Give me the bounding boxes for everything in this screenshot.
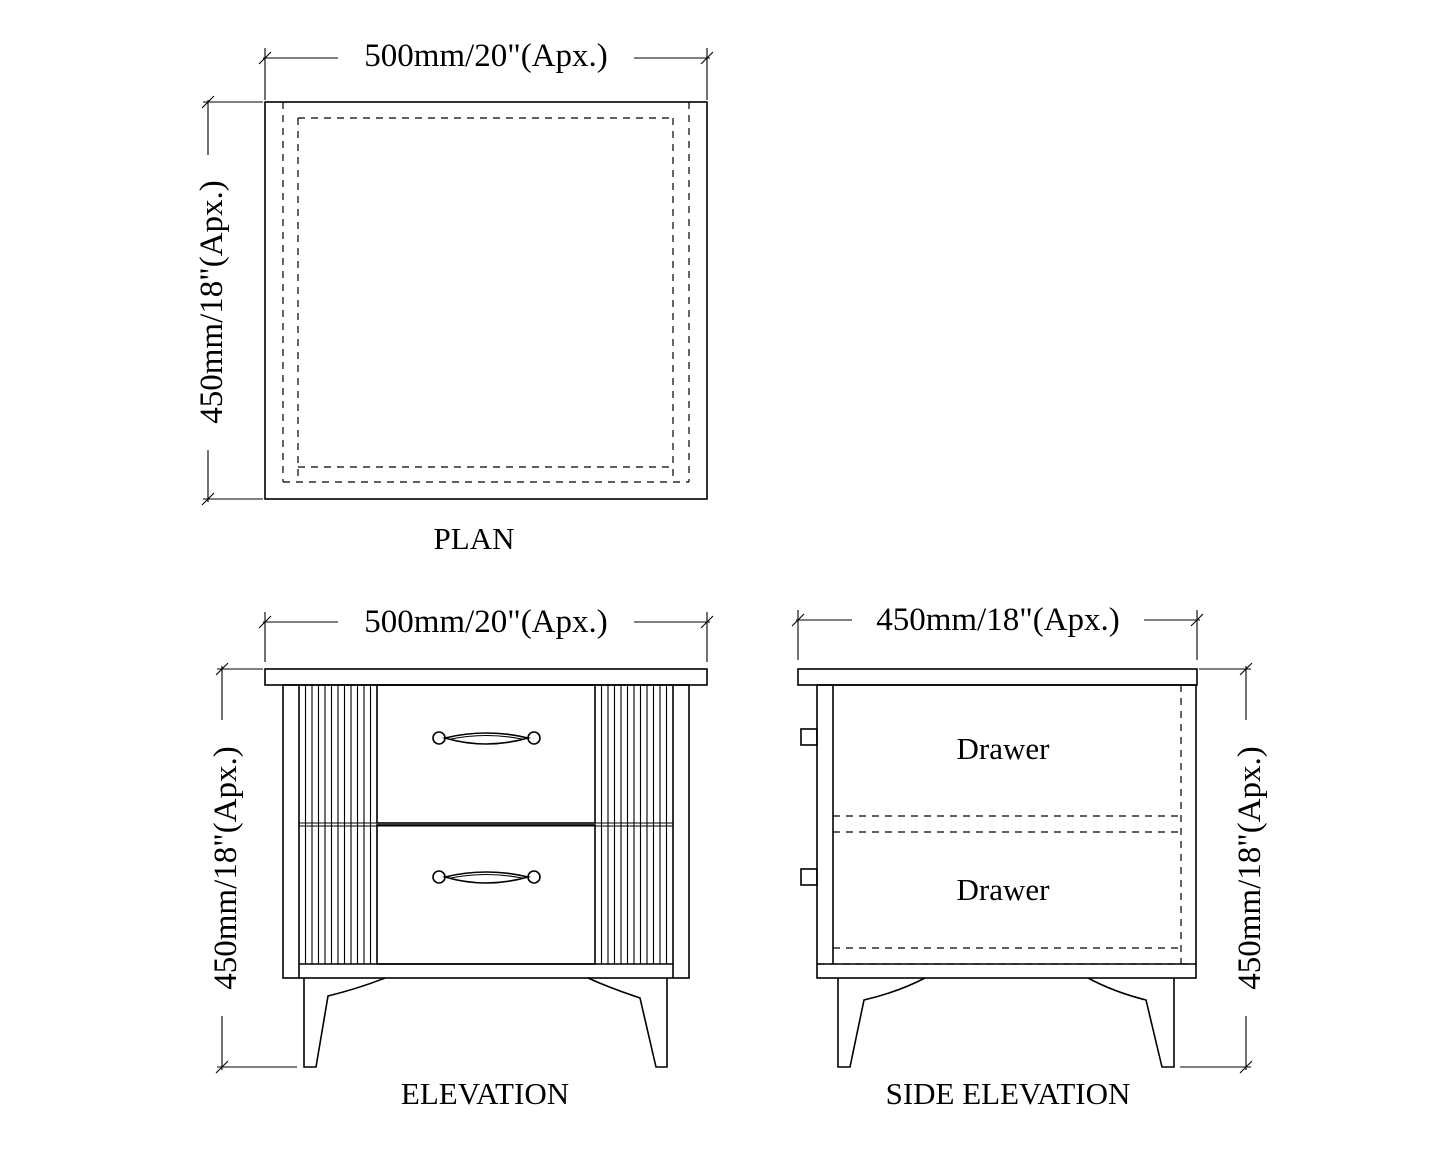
side-carcass — [816, 684, 1197, 979]
elevation-width-dimension: 500mm/20"(Apx.) — [258, 602, 714, 662]
plan-top-outline — [264, 101, 708, 500]
side-handle-profile-top — [800, 728, 818, 746]
elevation-drawer-bottom — [376, 824, 596, 965]
elevation-fluted-panel-right — [600, 685, 668, 964]
elevation-top-slab — [264, 668, 708, 686]
side-leg-right — [1087, 977, 1175, 1068]
elevation-height-dimension: 450mm/18"(Apx.) — [202, 662, 297, 1074]
elevation-width-label: 500mm/20"(Apx.) — [364, 604, 608, 640]
elevation-leg-left — [303, 977, 386, 1068]
elevation-view: 500mm/20"(Apx.) 450mm/18"(Apx.) — [202, 602, 714, 1111]
elevation-drawer-handle-bottom — [432, 870, 541, 884]
side-elevation-view: 450mm/18"(Apx.) 450mm/18"(Apx.) — [791, 600, 1268, 1111]
elevation-drawer-top — [376, 684, 596, 824]
plan-hidden-lines — [282, 102, 690, 483]
plan-depth-dimension: 450mm/18"(Apx.) — [188, 95, 263, 506]
elevation-height-label: 450mm/18"(Apx.) — [208, 746, 244, 990]
side-top-slab — [797, 668, 1198, 686]
plan-title: PLAN — [434, 521, 515, 556]
side-drawer-label-bottom: Drawer — [957, 872, 1051, 907]
side-elevation-title: SIDE ELEVATION — [886, 1076, 1131, 1111]
elevation-leg-right — [587, 977, 668, 1068]
side-hidden-lines — [817, 685, 1196, 965]
elevation-drawer-handle-top — [432, 731, 541, 745]
side-handle-profile-bottom — [800, 868, 818, 886]
side-drawer-label-top: Drawer — [957, 731, 1051, 766]
side-height-label: 450mm/18"(Apx.) — [1232, 746, 1268, 990]
plan-view: 500mm/20"(Apx.) 450mm/18"(Apx.) PLAN — [188, 38, 714, 556]
elevation-title: ELEVATION — [401, 1076, 569, 1111]
side-leg-left — [837, 977, 926, 1068]
elevation-carcass — [282, 684, 690, 979]
elevation-fluted-panel-left — [304, 685, 372, 964]
side-width-label: 450mm/18"(Apx.) — [876, 602, 1120, 638]
plan-width-label: 500mm/20"(Apx.) — [364, 38, 608, 74]
side-width-dimension: 450mm/18"(Apx.) — [791, 600, 1204, 660]
plan-depth-label: 450mm/18"(Apx.) — [194, 180, 230, 424]
plan-width-dimension: 500mm/20"(Apx.) — [258, 38, 714, 100]
side-height-dimension: 450mm/18"(Apx.) — [1180, 662, 1268, 1074]
